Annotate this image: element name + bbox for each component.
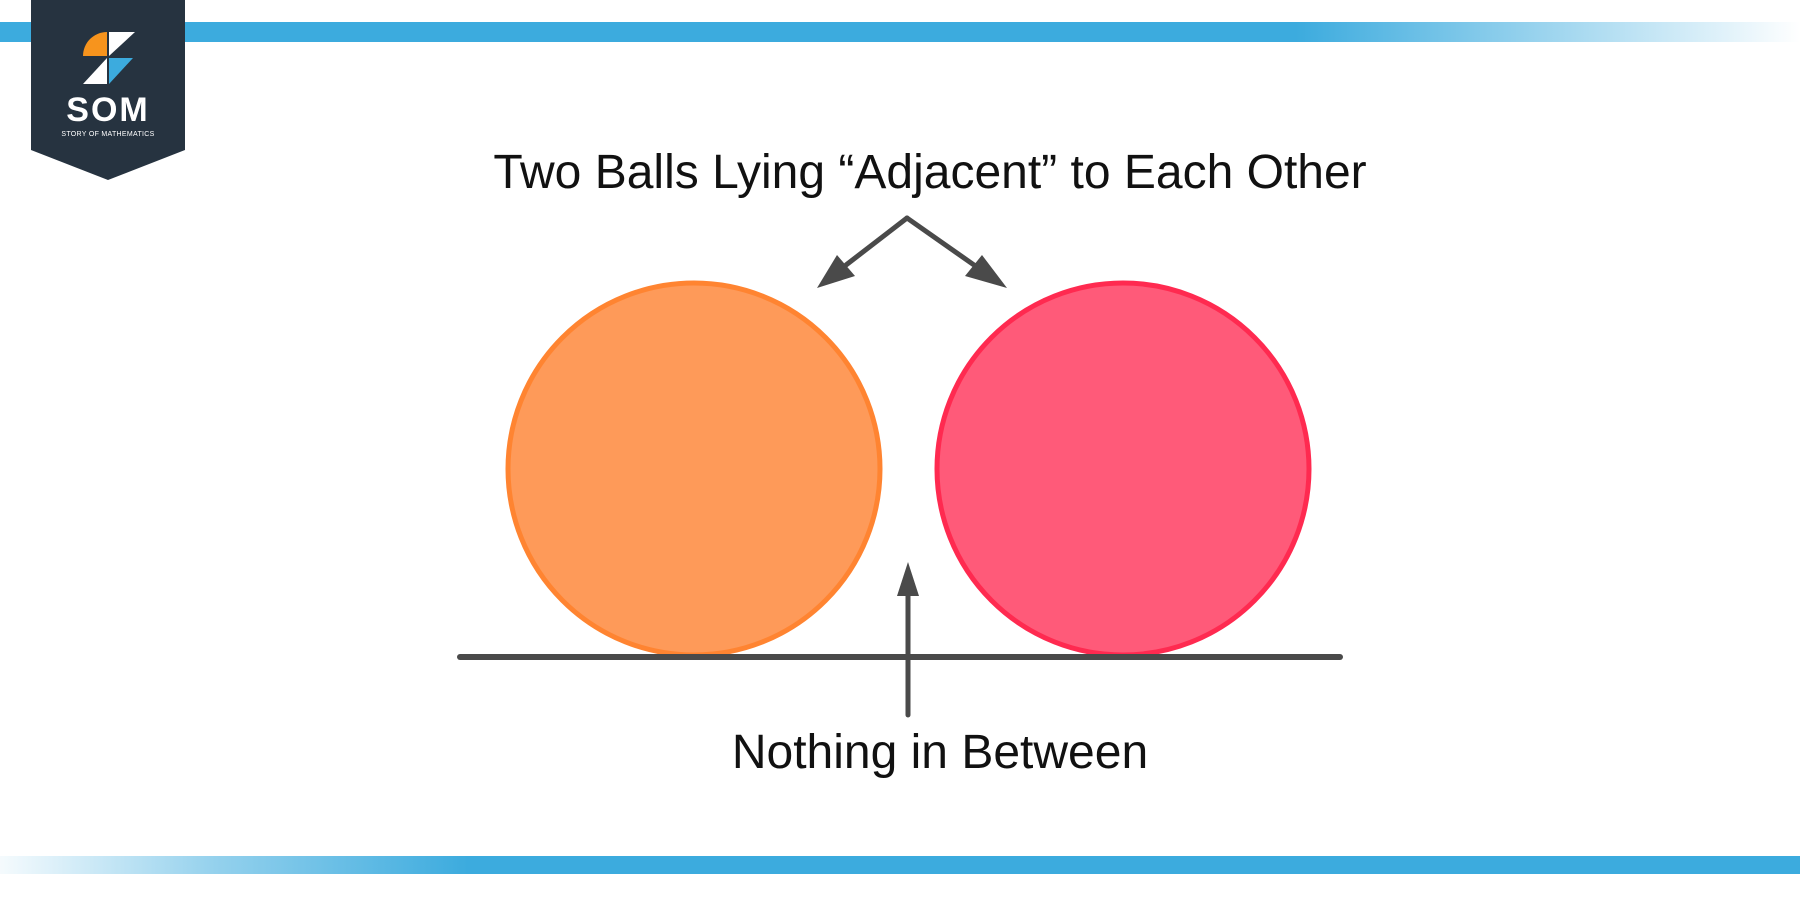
logo-mark-white-bottom [83, 58, 107, 84]
top-caption: Two Balls Lying “Adjacent” to Each Other [493, 146, 1367, 199]
bottom-accent-bar [0, 856, 1800, 874]
som-logo: SOM STORY OF MATHEMATICS [31, 0, 185, 180]
arrowhead-left [817, 255, 855, 288]
logo-mark-orange [83, 32, 107, 56]
logo-mark-blue [109, 58, 133, 84]
arrowhead-right [965, 255, 1007, 288]
arrow-to-left-ball [843, 215, 910, 268]
right-ball [934, 280, 1312, 658]
arrowhead-up [897, 562, 919, 596]
logo-badge-shape [31, 0, 185, 180]
logo-text: SOM [66, 91, 150, 129]
logo-subtitle: STORY OF MATHEMATICS [61, 131, 155, 138]
arrow-to-right-ball [904, 215, 977, 268]
top-accent-bar [0, 22, 1800, 42]
bottom-caption: Nothing in Between [731, 726, 1149, 779]
logo-badge [31, 0, 185, 180]
logo-mark-white-top [109, 32, 135, 56]
left-ball [505, 280, 883, 658]
